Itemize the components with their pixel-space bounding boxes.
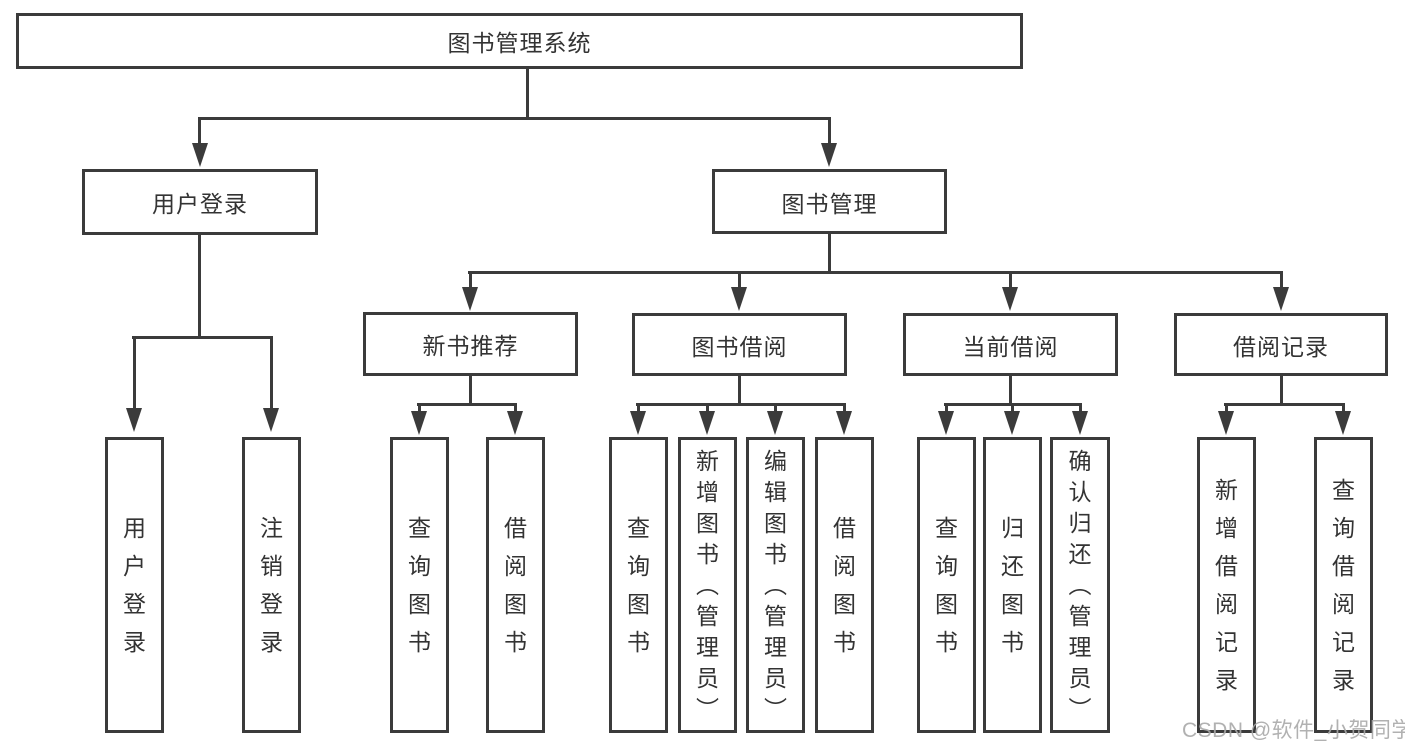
arrow-down-icon <box>630 411 646 435</box>
arrow-down-icon <box>192 143 208 167</box>
node-user-login: 用户登录 <box>82 169 318 235</box>
connector-line <box>1009 271 1012 289</box>
arrow-down-icon <box>126 408 142 432</box>
arrow-down-icon <box>1273 287 1289 311</box>
node-book-borrow: 图书借阅 <box>632 313 847 376</box>
arrow-down-icon <box>1002 287 1018 311</box>
arrow-down-icon <box>507 411 523 435</box>
leaf-borrow-books-recommend: 借阅图书 <box>486 437 545 733</box>
connector-line <box>198 235 201 339</box>
arrow-down-icon <box>699 411 715 435</box>
leaf-return-book: 归还图书 <box>983 437 1042 733</box>
connector-line <box>1342 403 1345 414</box>
connector-line <box>469 376 472 405</box>
connector-line <box>945 403 948 414</box>
connector-line <box>514 403 517 414</box>
connector-line <box>706 403 709 414</box>
connector-line <box>1011 403 1014 414</box>
connector-line <box>418 403 421 414</box>
connector-line <box>828 234 831 274</box>
connector-line <box>468 271 1283 274</box>
connector-line <box>526 69 529 119</box>
arrow-down-icon <box>1004 411 1020 435</box>
leaf-query-borrow-record: 查询借阅记录 <box>1314 437 1373 733</box>
connector-line <box>417 403 517 406</box>
connector-line <box>132 336 273 339</box>
leaf-query-books-borrow: 查询图书 <box>609 437 668 733</box>
connector-line <box>198 117 831 120</box>
leaf-add-book-admin: 新增图书︵管理员︶ <box>678 437 737 733</box>
connector-line <box>1224 403 1345 406</box>
node-borrow-records: 借阅记录 <box>1174 313 1388 376</box>
connector-line <box>1280 376 1283 405</box>
csdn-watermark: CSDN @软件_小贺同学 <box>1182 719 1405 742</box>
arrow-down-icon <box>1218 411 1234 435</box>
leaf-query-books-current: 查询图书 <box>917 437 976 733</box>
arrow-down-icon <box>462 287 478 311</box>
arrow-down-icon <box>767 411 783 435</box>
connector-line <box>1280 271 1283 289</box>
connector-line <box>637 403 640 414</box>
node-book-management-system: 图书管理系统 <box>16 13 1023 69</box>
leaf-query-books-recommend: 查询图书 <box>390 437 449 733</box>
arrow-down-icon <box>731 287 747 311</box>
connector-line <box>828 117 831 145</box>
connector-line <box>270 336 273 410</box>
connector-line <box>738 271 741 289</box>
leaf-logout: 注销登录 <box>242 437 301 733</box>
arrow-down-icon <box>411 411 427 435</box>
arrow-down-icon <box>836 411 852 435</box>
connector-line <box>198 117 201 145</box>
connector-line <box>843 403 846 414</box>
node-current-borrow: 当前借阅 <box>903 313 1118 376</box>
leaf-confirm-return-admin: 确认归还︵管理员︶ <box>1050 437 1110 733</box>
connector-line <box>133 336 136 410</box>
arrow-down-icon <box>821 143 837 167</box>
node-new-book-recommend: 新书推荐 <box>363 312 578 376</box>
connector-line <box>636 403 846 406</box>
connector-line <box>1225 403 1228 414</box>
connector-line <box>738 376 741 405</box>
arrow-down-icon <box>1335 411 1351 435</box>
leaf-user-login: 用户登录 <box>105 437 164 733</box>
arrow-down-icon <box>263 408 279 432</box>
leaf-edit-book-admin: 编辑图书︵管理员︶ <box>746 437 805 733</box>
arrow-down-icon <box>1072 411 1088 435</box>
node-book-management: 图书管理 <box>712 169 947 234</box>
connector-line <box>774 403 777 414</box>
connector-line <box>469 271 472 289</box>
connector-line <box>1009 376 1012 405</box>
connector-line <box>1079 403 1082 414</box>
leaf-add-borrow-record: 新增借阅记录 <box>1197 437 1256 733</box>
arrow-down-icon <box>938 411 954 435</box>
leaf-borrow-books: 借阅图书 <box>815 437 874 733</box>
